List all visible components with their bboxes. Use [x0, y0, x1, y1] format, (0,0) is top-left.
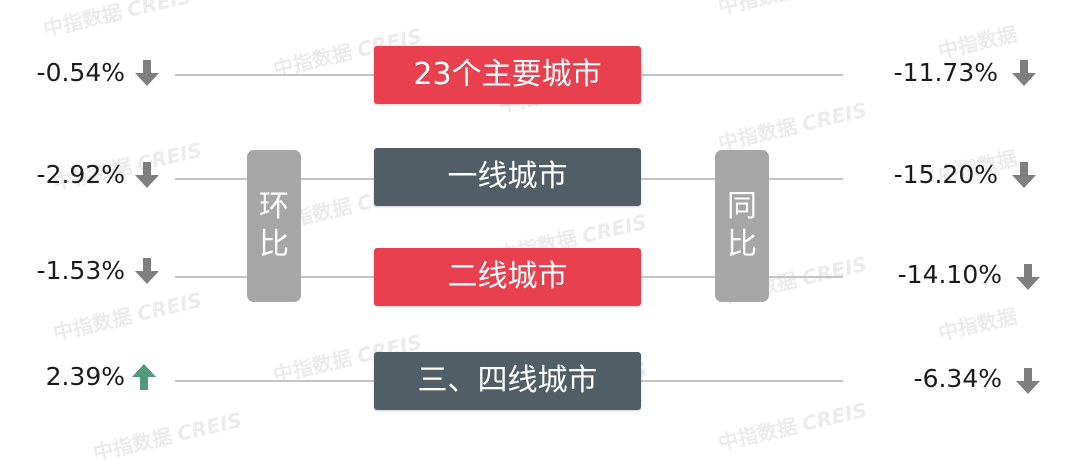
yoy-value-tier2: -14.10% [897, 260, 1002, 289]
arrow-down-icon [1016, 264, 1040, 290]
arrow-down-icon [135, 162, 159, 188]
arrow-down-icon [1012, 60, 1036, 86]
arrow-up-icon [132, 364, 156, 390]
yoy-label-char-1: 同 [727, 189, 757, 224]
mom-value-top: -0.54% [36, 58, 125, 87]
mom-label-char-1: 环 [259, 189, 289, 224]
category-box-tier2: 二线城市 [374, 248, 641, 306]
mom-value-tier2: -1.53% [36, 256, 125, 285]
watermark: 中指数据CREIS [50, 287, 205, 346]
category-box-tier1: 一线城市 [374, 148, 641, 206]
watermark: 中指数据 [935, 303, 1020, 346]
watermark: 中指数据CREIS [715, 97, 870, 156]
watermark: 中指数据CREIS [90, 407, 245, 466]
yoy-value-tier1: -15.20% [893, 160, 998, 189]
arrow-down-icon [1012, 162, 1036, 188]
watermark: 中指数据CREIS [715, 397, 870, 456]
price-change-diagram: 中指数据CREIS 中指数据CREIS 中指数据CREIS 中指数据 中指数据C… [36, 0, 1040, 465]
mom-value-tier34: 2.39% [45, 362, 125, 391]
arrow-down-icon [135, 60, 159, 86]
yoy-value-top: -11.73% [893, 58, 998, 87]
yoy-label-pill: 同 比 [715, 150, 769, 302]
watermark: 中指数据CREIS [715, 0, 869, 20]
mom-label-char-2: 比 [259, 227, 289, 262]
watermark: 中指数据CREIS [40, 0, 195, 42]
mom-value-tier1: -2.92% [36, 160, 125, 189]
category-box-tier34: 三、四线城市 [374, 352, 641, 410]
mom-label-pill: 环 比 [247, 150, 301, 302]
yoy-label-char-2: 比 [727, 227, 757, 262]
category-box-top: 23个主要城市 [374, 46, 641, 104]
arrow-down-icon [135, 258, 159, 284]
yoy-value-tier34: -6.34% [913, 364, 1002, 393]
arrow-down-icon [1016, 368, 1040, 394]
